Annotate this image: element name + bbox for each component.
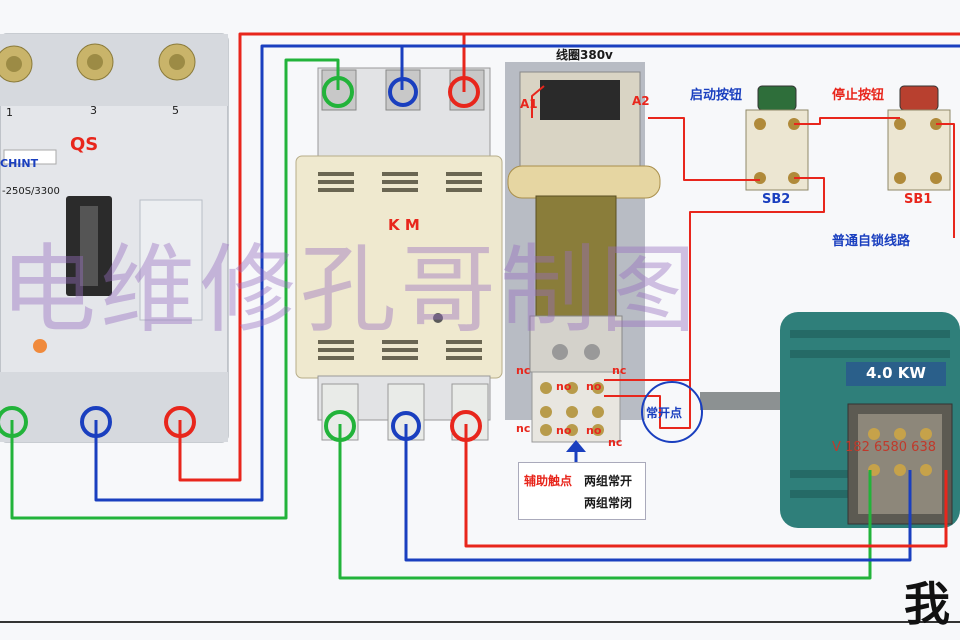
contactor-km <box>295 67 503 441</box>
wire-green-supply <box>10 58 340 520</box>
aux-nc-top-right: nc <box>612 364 627 377</box>
wire-control-feed <box>936 123 955 238</box>
km-label: K M <box>388 216 420 234</box>
start-button-sb2 <box>745 85 809 191</box>
start-button-label: 启动按钮 <box>690 88 743 103</box>
a1-label: A1 <box>520 97 538 111</box>
motor-plate-text: V 182 6580 638 <box>832 440 936 455</box>
aux-no-3: no <box>556 424 572 437</box>
normally-open-highlight <box>641 381 703 443</box>
aux-contact-note <box>518 462 646 520</box>
stop-button-sb1 <box>887 85 951 191</box>
motor-power-label: 4.0 KW <box>866 364 926 382</box>
wire-control-selflock2 <box>604 380 691 429</box>
aux-nc-bottom-right: nc <box>608 436 623 449</box>
breaker-brand: CHINT <box>0 157 39 170</box>
sb1-label: SB1 <box>904 192 933 207</box>
wire-control-stop <box>794 117 900 125</box>
wire-control-selflock1 <box>604 177 825 381</box>
aux-nc-bottom-left: nc <box>516 422 531 435</box>
two-no-label: 两组常开 <box>584 474 633 488</box>
wire-control-a2 <box>648 117 760 181</box>
wire-blue-supply <box>94 44 404 502</box>
wire-control-a1 <box>531 85 545 118</box>
wire-blue-load <box>404 424 912 562</box>
sb2-label: SB2 <box>762 192 791 207</box>
wires <box>10 32 960 580</box>
self-lock-label: 普通自锁线路 <box>832 234 911 249</box>
aux-nc-top-left: nc <box>516 364 531 377</box>
aux-no-4: no <box>586 424 602 437</box>
normally-open-label: 常开点 <box>646 406 683 420</box>
terminal-markers <box>0 76 482 442</box>
motor <box>700 312 960 528</box>
aux-contact-block <box>531 371 621 443</box>
terminal-3: 3 <box>90 104 97 117</box>
circuit-breaker-qs <box>0 33 229 443</box>
wire-red-supply <box>178 32 466 482</box>
terminal-5: 5 <box>172 104 179 117</box>
contactor-coil <box>507 71 661 373</box>
a2-label: A2 <box>632 94 650 108</box>
wire-green-load <box>338 424 872 580</box>
coil-label: 线圈380v <box>556 48 613 62</box>
aux-contacts-label: 辅助触点 <box>524 474 573 488</box>
bottom-character: 我 <box>904 577 950 631</box>
two-nc-label: 两组常闭 <box>584 496 633 510</box>
stop-button-label: 停止按钮 <box>832 88 885 103</box>
wire-red-load <box>464 424 948 548</box>
terminal-1: 1 <box>6 106 13 119</box>
aux-no-1: no <box>556 380 572 393</box>
breaker-model: -250S/3300 <box>2 186 60 197</box>
qs-label: QS <box>70 134 99 155</box>
aux-no-2: no <box>586 380 602 393</box>
